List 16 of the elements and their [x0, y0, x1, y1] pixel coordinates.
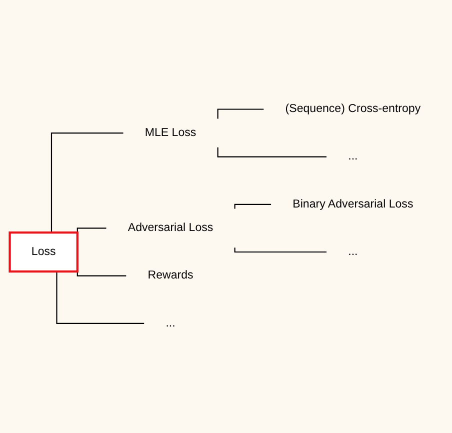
connector [56, 272, 144, 324]
node-box [8, 232, 78, 273]
connector [217, 108, 264, 119]
tree-diagram: Loss MLE Loss (Sequence) Cross-entropy ... Adversarial Loss Binary Adversarial Loss ... Rewards ... [4, 84, 448, 349]
node-text: (Sequence) Cross-entropy [285, 102, 421, 116]
node-text: Adversarial Loss [128, 222, 214, 234]
connector [50, 132, 124, 233]
node-text: Binary Adversarial Loss [292, 198, 414, 210]
node-text: ... [166, 317, 176, 330]
node-text: ... [348, 246, 358, 258]
connector [234, 248, 326, 253]
node-text: Rewards [148, 269, 194, 282]
node-text: MLE Loss [144, 126, 196, 139]
node-text: ... [348, 150, 358, 163]
connector [234, 204, 272, 209]
connector [217, 148, 326, 158]
